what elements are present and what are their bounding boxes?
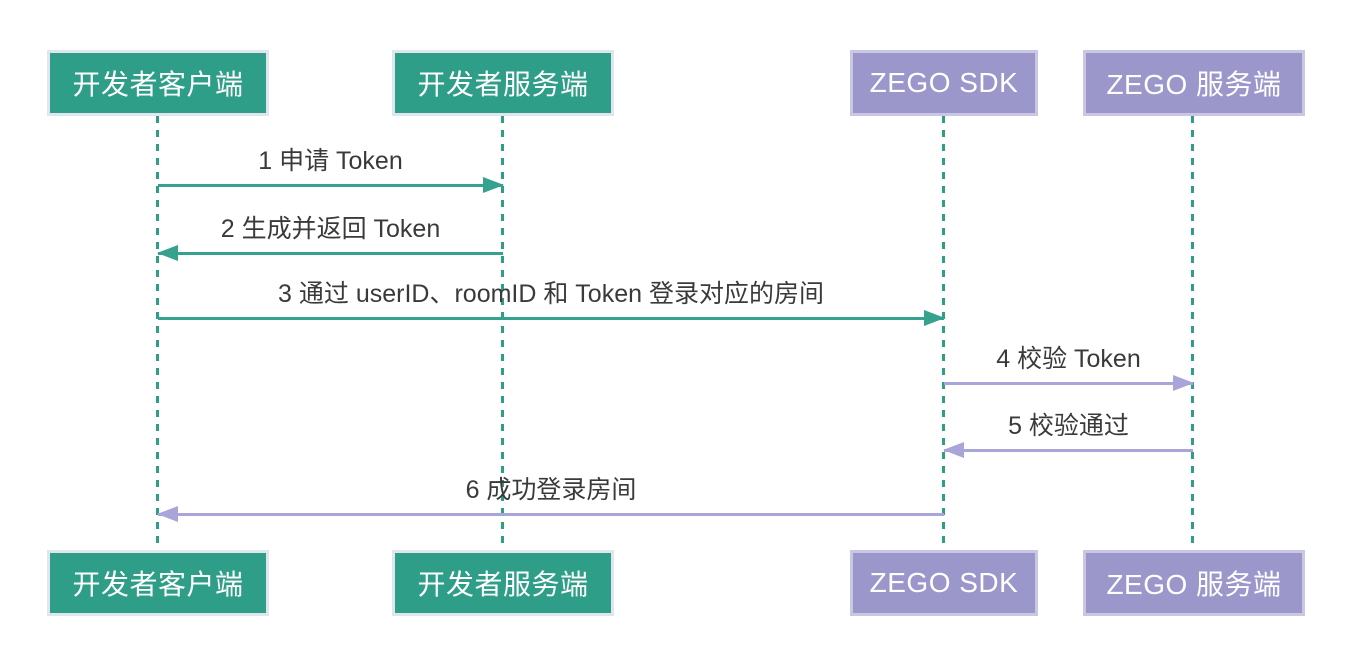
message-label: 6 成功登录房间 (465, 476, 637, 504)
actor-box-top-developer-server: 开发者服务端 (392, 50, 614, 116)
actor-label: 开发者客户端 (72, 69, 244, 100)
actor-label: 开发者服务端 (417, 69, 589, 100)
lifeline-zego-sdk (942, 116, 945, 550)
actor-label: ZEGO 服务端 (1106, 69, 1282, 100)
arrow-head-icon (483, 177, 504, 193)
actor-label: ZEGO 服务端 (1106, 569, 1282, 600)
message-arrow-line (944, 448, 1193, 452)
lifeline-developer-client (156, 116, 159, 550)
message-label: 2 生成并返回 Token (220, 215, 441, 243)
message-label: 5 校验通过 (1008, 412, 1129, 440)
message-label: 4 校验 Token (996, 345, 1141, 373)
lifeline-zego-server (1191, 116, 1194, 550)
actor-label: 开发者客户端 (72, 569, 244, 600)
message-arrow-line (944, 381, 1193, 385)
message-arrow-line (158, 251, 503, 255)
message-arrow-line (158, 512, 944, 516)
message-label: 1 申请 Token (258, 147, 403, 175)
message-label: 3 通过 userID、roomID 和 Token 登录对应的房间 (278, 280, 824, 308)
lifeline-developer-server (501, 116, 504, 550)
arrow-head-icon (924, 310, 945, 326)
actor-label: ZEGO SDK (869, 67, 1019, 98)
arrow-head-icon (1173, 375, 1194, 391)
actor-box-bottom-zego-sdk: ZEGO SDK (850, 550, 1038, 616)
actor-box-top-zego-sdk: ZEGO SDK (850, 50, 1038, 116)
message-arrow-line (158, 316, 944, 320)
actor-box-bottom-developer-client: 开发者客户端 (47, 550, 269, 616)
arrow-head-icon (943, 442, 964, 458)
actor-label: 开发者服务端 (417, 569, 589, 600)
actor-box-top-developer-client: 开发者客户端 (47, 50, 269, 116)
actor-box-top-zego-server: ZEGO 服务端 (1083, 50, 1305, 116)
actor-box-bottom-zego-server: ZEGO 服务端 (1083, 550, 1305, 616)
arrow-head-icon (157, 245, 178, 261)
actor-label: ZEGO SDK (869, 567, 1019, 598)
actor-box-bottom-developer-server: 开发者服务端 (392, 550, 614, 616)
message-arrow-line (158, 183, 503, 187)
arrow-head-icon (157, 506, 178, 522)
